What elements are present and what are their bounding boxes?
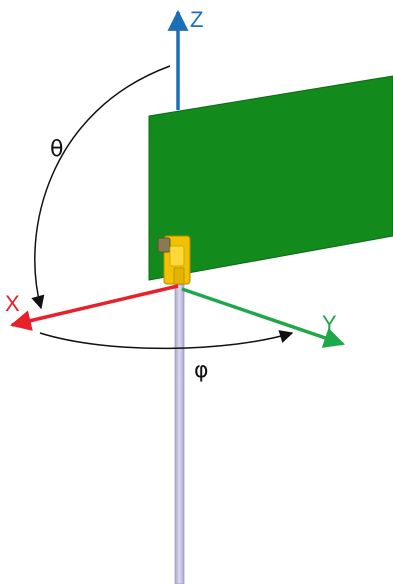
theta-arc (31, 65, 171, 310)
y-axis-label: Y (322, 311, 337, 336)
connector (157, 235, 191, 285)
x-axis-label: X (5, 291, 20, 316)
z-axis-label: Z (190, 7, 203, 32)
phi-label: φ (194, 358, 209, 383)
x-axis (9, 284, 179, 331)
theta-label: θ (50, 137, 63, 162)
pcb-board (148, 75, 393, 281)
y-axis (181, 287, 345, 348)
coax-cable (174, 284, 185, 584)
phi-arc (39, 330, 294, 350)
